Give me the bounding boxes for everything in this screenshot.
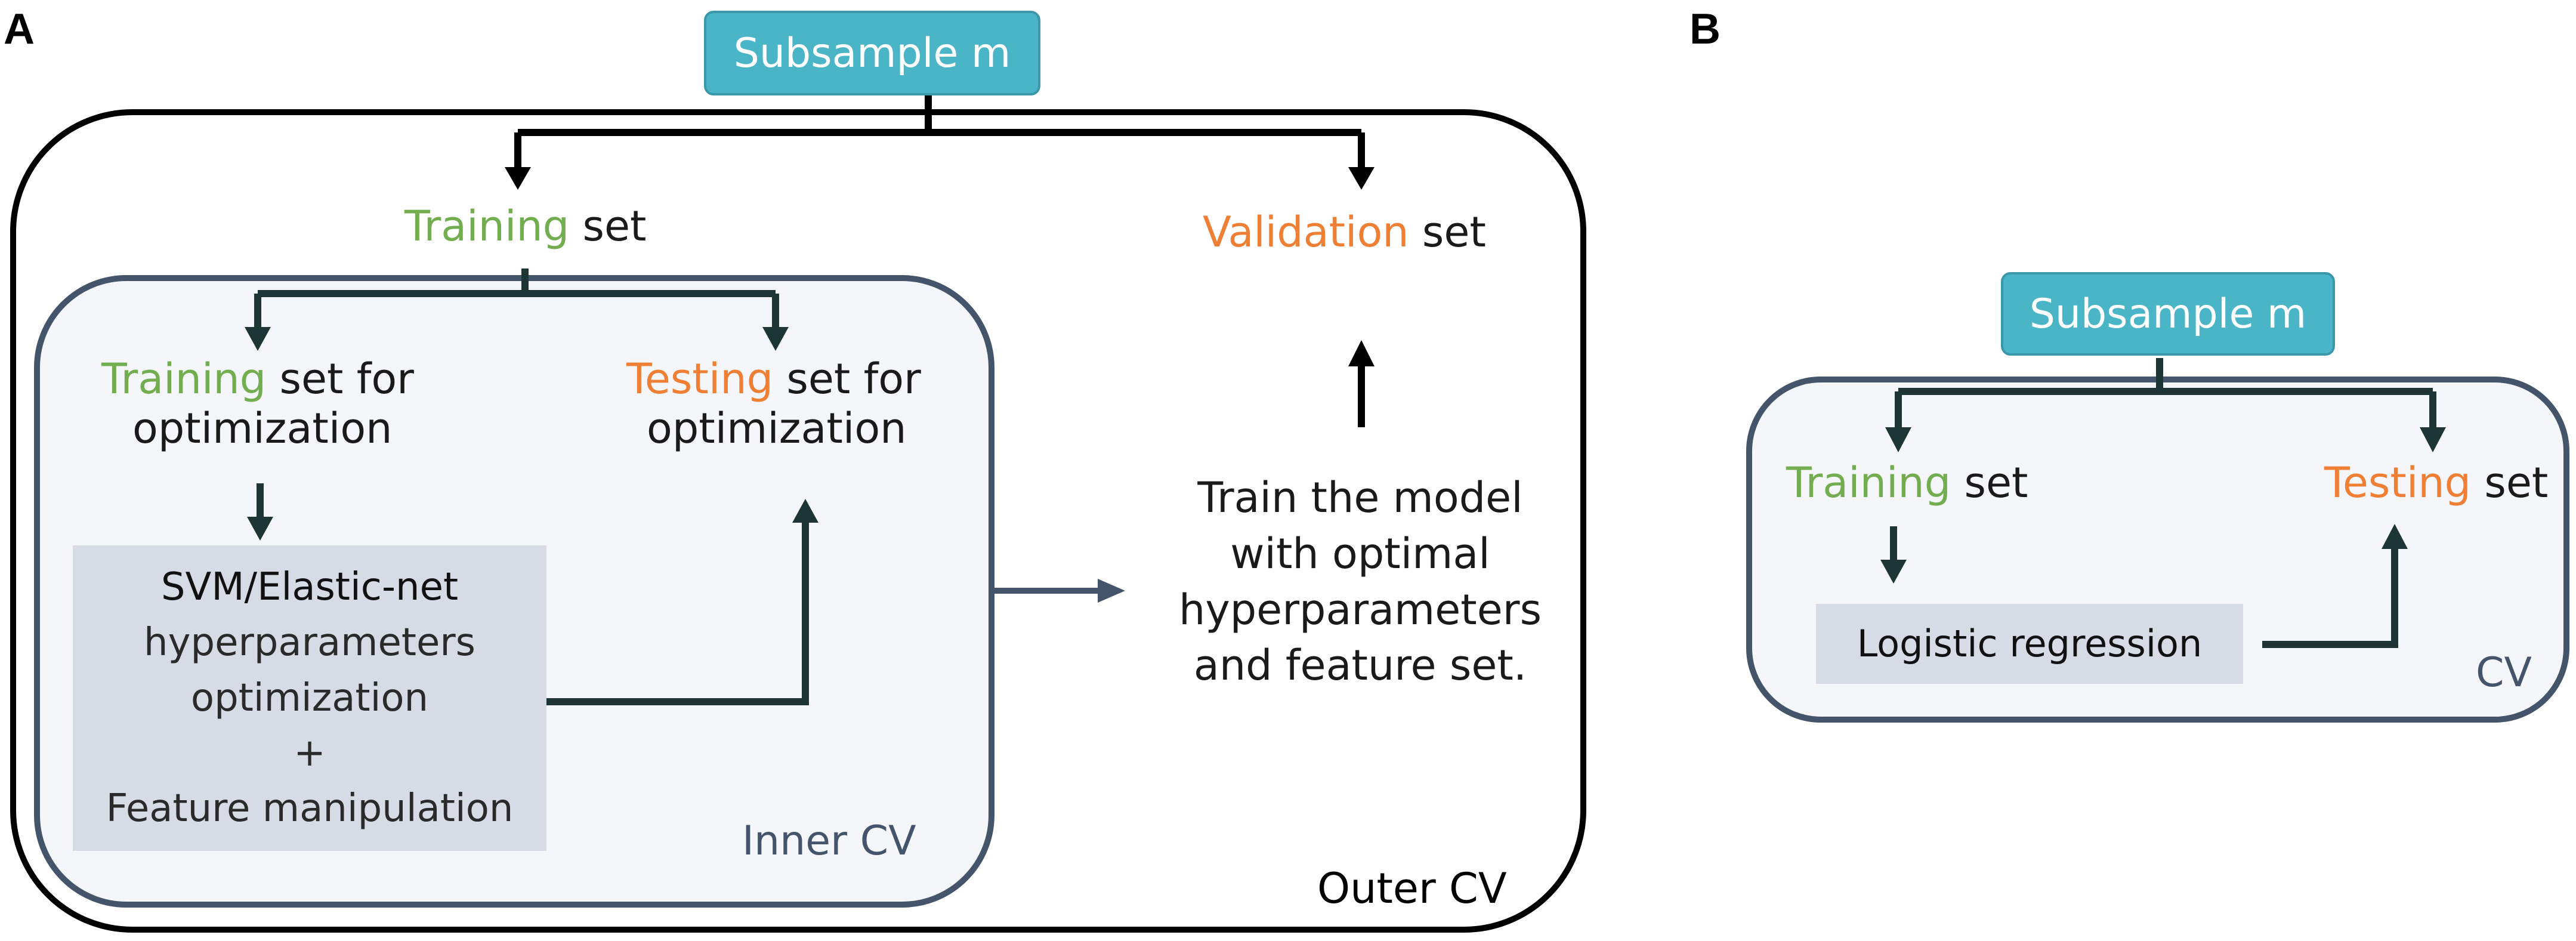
- subsample-box-b: Subsample m: [2001, 272, 2335, 356]
- arrowhead-to-validation-up: [1348, 340, 1375, 366]
- inner-training-label: Training set for optimization: [101, 354, 414, 453]
- arrow-optimization-to-testing: [546, 520, 809, 705]
- train-model-line1: Train the model: [1197, 473, 1523, 522]
- train-model-line2: with optimal: [1230, 529, 1490, 578]
- testing-set-highlight-b: Testing: [2324, 458, 2472, 507]
- optimization-line4: +: [294, 731, 326, 776]
- arrowhead-to-inner-testing: [762, 327, 789, 351]
- arrowhead-to-training-set-b: [1885, 427, 1911, 452]
- inner-training-highlight: Training: [101, 354, 267, 403]
- testing-set-label-b: Testing set: [2324, 458, 2548, 508]
- arrowhead-to-inner-testing-up: [792, 499, 818, 523]
- panel-letter-a: A: [4, 5, 35, 53]
- validation-set-rest: set: [1409, 208, 1486, 257]
- train-model-text: Train the model with optimal hyperparame…: [1139, 470, 1581, 694]
- optimization-line3: optimization: [190, 675, 429, 720]
- arrowhead-to-train-model: [1098, 579, 1125, 603]
- train-model-line3: hyperparameters: [1178, 585, 1542, 634]
- validation-set-label: Validation set: [1203, 208, 1486, 257]
- panel-letter-b: B: [1689, 5, 1721, 53]
- training-set-highlight: Training: [404, 202, 570, 251]
- logistic-regression-label: Logistic regression: [1857, 622, 2203, 666]
- inner-testing-highlight: Testing: [626, 354, 774, 403]
- subsample-split-arrow: [514, 95, 1365, 168]
- outer-cv-frame: [10, 109, 1586, 933]
- inner-testing-rest: set for: [773, 354, 921, 403]
- arrowhead-to-training-set: [505, 167, 531, 190]
- inner-training-line2: optimization: [132, 403, 393, 453]
- training-set-highlight-b: Training: [1786, 458, 1951, 507]
- subsample-label-a: Subsample m: [733, 29, 1011, 77]
- arrowhead-to-validation-set: [1348, 167, 1375, 190]
- inner-training-rest: set for: [266, 354, 414, 403]
- logistic-regression-box: Logistic regression: [1816, 604, 2243, 684]
- training-split-arrow: [254, 269, 779, 328]
- optimization-box: SVM/Elastic-net hyperparameters optimiza…: [73, 545, 546, 851]
- inner-testing-line2: optimization: [647, 403, 907, 453]
- arrowhead-to-logistic: [1880, 560, 1907, 584]
- inner-testing-label: Testing set for optimization: [626, 354, 921, 453]
- arrowhead-to-testing-set-b: [2420, 427, 2446, 452]
- arrow-logistic-to-testing: [2262, 547, 2398, 648]
- training-set-label-b: Training set: [1786, 458, 2028, 508]
- arrowhead-to-inner-training: [245, 327, 271, 351]
- optimization-line2: hyperparameters: [144, 620, 475, 665]
- optimization-line5: Feature manipulation: [106, 786, 514, 831]
- subsample-split-arrow-b: [1895, 358, 2436, 430]
- training-set-label: Training set: [404, 202, 646, 251]
- arrowhead-to-testing-up-b: [2382, 524, 2408, 549]
- subsample-label-b: Subsample m: [2029, 290, 2307, 338]
- testing-set-rest-b: set: [2471, 458, 2549, 507]
- training-set-rest: set: [569, 202, 647, 251]
- training-set-rest-b: set: [1951, 458, 2028, 507]
- cv-label-b: CV: [2476, 649, 2532, 696]
- subsample-box-a: Subsample m: [704, 11, 1040, 95]
- train-model-line4: and feature set.: [1193, 641, 1527, 690]
- optimization-line1: SVM/Elastic-net: [160, 565, 459, 609]
- inner-cv-label: Inner CV: [742, 817, 916, 865]
- outer-cv-label: Outer CV: [1317, 864, 1507, 913]
- validation-set-highlight: Validation: [1203, 208, 1409, 257]
- arrowhead-to-optimization: [247, 517, 273, 541]
